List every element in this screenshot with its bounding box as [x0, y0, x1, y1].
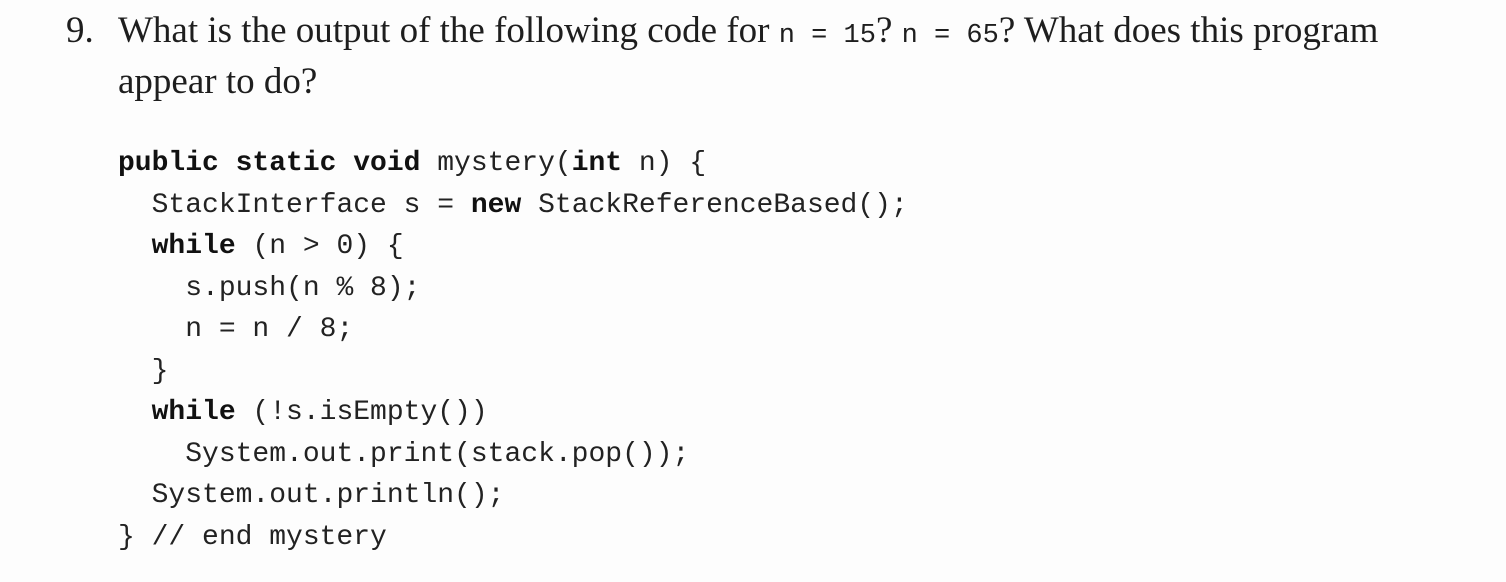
- code-text: (n > 0) {: [235, 231, 404, 262]
- code-text: System.out.print(stack.pop());: [185, 438, 690, 470]
- code-text: n) {: [622, 148, 707, 179]
- code-keyword: public static void: [118, 148, 421, 179]
- code-listing: public static void mystery(int n) { Stac…: [118, 143, 908, 558]
- code-text: StackInterface s =: [151, 189, 471, 221]
- code-indent: [118, 439, 185, 470]
- question-number: 9.: [66, 10, 94, 51]
- code-line-7: while (!s.isEmpty()): [118, 392, 908, 434]
- code-keyword: new: [470, 189, 522, 221]
- code-line-8: System.out.print(stack.pop());: [118, 434, 908, 476]
- question-text: What is the output of the following code…: [118, 8, 1478, 105]
- code-indent: [118, 480, 152, 511]
- code-line-5: n = n / 8;: [118, 309, 908, 351]
- code-indent: [118, 397, 152, 428]
- code-text: mystery(: [420, 148, 572, 179]
- code-text: s.push(n % 8);: [185, 272, 421, 304]
- inline-code-n15: n = 15: [778, 21, 876, 51]
- question-text-part3: ? What does this program appear to do?: [118, 10, 1379, 102]
- code-line-3: while (n > 0) {: [118, 226, 908, 268]
- code-indent: [118, 190, 152, 221]
- code-line-6: }: [118, 351, 908, 393]
- question-text-part1: What is the output of the following code…: [118, 10, 779, 51]
- code-line-10: } // end mystery: [118, 517, 908, 559]
- code-indent: [118, 314, 185, 345]
- code-line-4: s.push(n % 8);: [118, 268, 908, 310]
- code-line-2: StackInterface s = new StackReferenceBas…: [118, 185, 908, 227]
- code-indent: [118, 231, 152, 262]
- code-indent: [118, 356, 152, 387]
- code-keyword: while: [151, 231, 236, 262]
- code-indent: [118, 273, 185, 304]
- code-keyword: while: [151, 397, 236, 428]
- code-text: (!s.isEmpty()): [235, 397, 488, 428]
- code-keyword: int: [571, 148, 623, 179]
- question-text-part2: ?: [875, 10, 902, 51]
- code-text: }: [151, 355, 169, 387]
- code-text: System.out.println();: [151, 480, 505, 511]
- code-line-9: System.out.println();: [118, 475, 908, 517]
- code-text: } // end mystery: [118, 521, 387, 553]
- code-line-1: public static void mystery(int n) {: [118, 143, 908, 185]
- code-text: n = n / 8;: [185, 314, 354, 345]
- code-text: StackReferenceBased();: [521, 189, 908, 221]
- inline-code-n65: n = 65: [901, 21, 999, 51]
